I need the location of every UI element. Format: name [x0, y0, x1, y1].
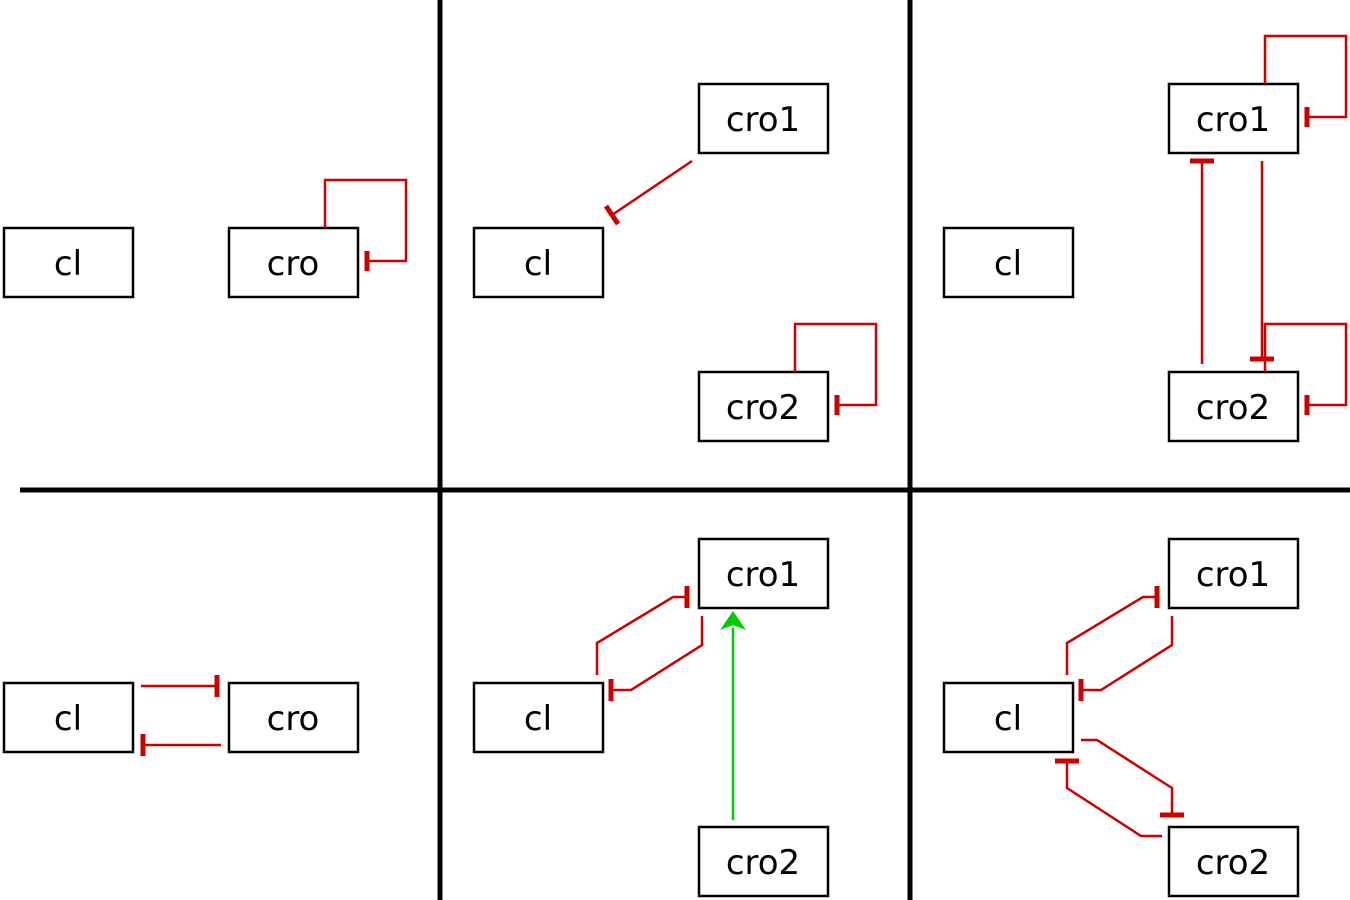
edge-cl-represses-cro2: [1081, 738, 1184, 818]
node-cro2: cro2: [1167, 825, 1300, 898]
node-label: cro: [267, 699, 320, 739]
edge-cro-represses-cl: [140, 734, 221, 756]
node-cl: cl: [472, 226, 605, 299]
node-cro1: cro1: [697, 537, 830, 610]
node-label: cl: [54, 244, 82, 284]
node-label: cro: [267, 244, 320, 284]
edge-cl-represses-cro1: [1065, 586, 1160, 675]
edge-cro2-represses-cl: [1055, 758, 1162, 838]
edge-cro1-represses-cl: [1078, 616, 1174, 701]
node-cro2: cro2: [697, 825, 830, 898]
node-label: cl: [54, 699, 82, 739]
edge-cro-represses-cro: [323, 178, 408, 271]
node-label: cl: [994, 244, 1022, 284]
node-cro: cro: [227, 681, 360, 754]
panel-5: cro1 cl cro2: [472, 537, 830, 898]
edge-cro1-represses-cro2: [1250, 161, 1274, 362]
grid-dividers: [20, 0, 1350, 900]
node-cro1: cro1: [1167, 82, 1300, 155]
node-cl: cl: [2, 226, 135, 299]
arrowhead-icon: [720, 611, 746, 630]
edge-cro2-represses-cro1: [1190, 158, 1214, 364]
edge-cro2-represses-cro2: [1263, 322, 1348, 415]
edge-cro2-represses-cro2: [793, 322, 878, 415]
node-label: cro1: [726, 100, 800, 140]
node-label: cro1: [726, 555, 800, 595]
panel-1: cl cro: [2, 178, 408, 299]
node-label: cro2: [1196, 843, 1270, 883]
node-label: cro2: [726, 843, 800, 883]
panel-4: cl cro: [2, 675, 360, 756]
node-label: cl: [524, 244, 552, 284]
edge-cl-represses-cro1: [595, 586, 690, 675]
node-cl: cl: [472, 681, 605, 754]
node-label: cro1: [1196, 100, 1270, 140]
node-label: cl: [994, 699, 1022, 739]
panel-2: cro1 cl cro2: [472, 82, 878, 443]
panel-6: cro1 cl cro2: [942, 537, 1300, 898]
edge-cro1-represses-cro1: [1263, 34, 1348, 127]
node-label: cro2: [1196, 388, 1270, 428]
node-label: cl: [524, 699, 552, 739]
node-cro: cro: [227, 226, 360, 299]
edge-cro1-represses-cl: [603, 159, 693, 226]
panel-3: cro1 cl cro2: [942, 34, 1348, 443]
node-label: cro2: [726, 388, 800, 428]
node-cro2: cro2: [1167, 370, 1300, 443]
node-cro1: cro1: [1167, 537, 1300, 610]
edge-cro1-represses-cl: [608, 616, 704, 701]
node-cro2: cro2: [697, 370, 830, 443]
node-cro1: cro1: [697, 82, 830, 155]
node-label: cro1: [1196, 555, 1270, 595]
node-cl: cl: [2, 681, 135, 754]
edge-cro2-activates-cro1: [720, 611, 746, 820]
node-cl: cl: [942, 226, 1075, 299]
edge-cl-represses-cro: [141, 675, 220, 697]
node-cl: cl: [942, 681, 1075, 754]
